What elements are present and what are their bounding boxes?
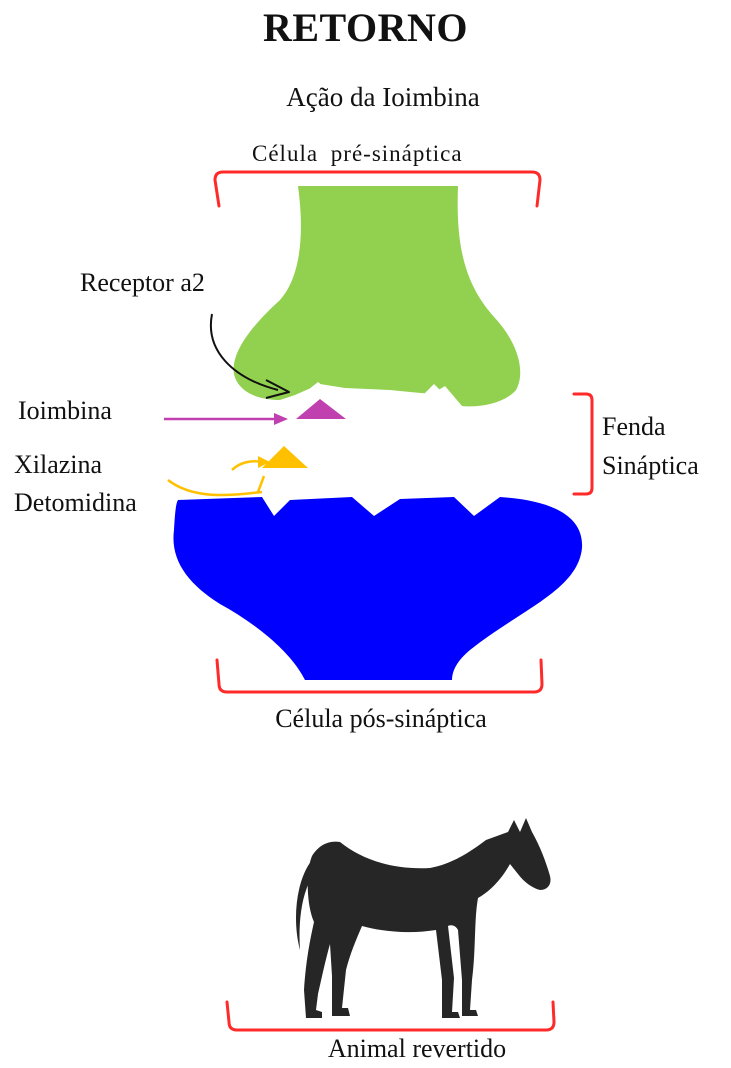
animal-bracket [227, 1002, 554, 1030]
ioimbina-label: Ioimbina [18, 398, 112, 424]
horse-silhouette-icon [296, 818, 551, 1018]
receptor-label: Receptor a2 [80, 270, 205, 296]
agonist-arrow [168, 480, 262, 495]
post-synaptic-label: Célula pós-sináptica [0, 706, 731, 732]
agonist-arrow-upper [232, 461, 262, 470]
pre-synaptic-cell [234, 186, 521, 406]
page-title: RETORNO [0, 8, 731, 48]
ioimbina-arrowhead [274, 413, 288, 425]
synaptic-cleft-bracket [574, 394, 592, 494]
xilazina-detomidina-molecule [262, 446, 308, 468]
ioimbina-molecule [296, 399, 346, 419]
xilazina-label: Xilazina [14, 452, 102, 478]
sinaptica-label: Sináptica [602, 453, 699, 479]
page-subtitle: Ação da Ioimbina [0, 84, 731, 111]
detomidina-label: Detomidina [14, 490, 137, 516]
pre-synaptic-label: Célula pré-sináptica [252, 142, 463, 165]
post-synaptic-cell [173, 497, 582, 680]
animal-revertido-label: Animal revertido [0, 1036, 731, 1062]
agonist-arrow-up [258, 476, 264, 492]
fenda-label: Fenda [602, 414, 666, 440]
